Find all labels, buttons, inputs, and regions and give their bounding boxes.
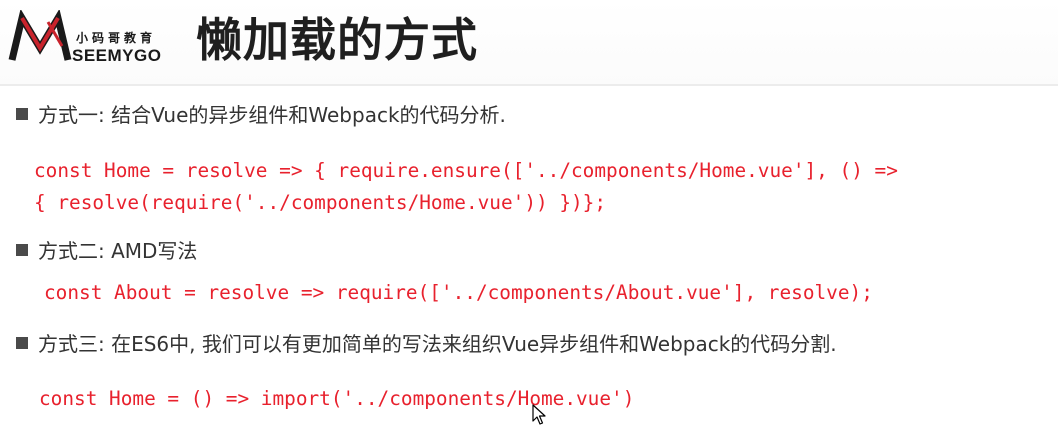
square-bullet-icon bbox=[16, 337, 28, 349]
logo-english-text: SEEMYGO bbox=[72, 46, 162, 65]
bullet-item-method-3: 方式三: 在ES6中, 我们可以有更加简单的写法来组织Vue异步组件和Webpa… bbox=[16, 330, 837, 358]
bullet-label: 方式二: AMD写法 bbox=[38, 239, 198, 263]
mouse-pointer-icon bbox=[532, 404, 546, 425]
code-line: const About = resolve => require(['../co… bbox=[44, 281, 873, 304]
slide-header: 小码哥教育 SEEMYGO 懒加载的方式 bbox=[0, 0, 1058, 86]
logo-chinese-text: 小码哥教育 bbox=[76, 31, 157, 45]
code-line: const Home = resolve => { require.ensure… bbox=[34, 159, 898, 182]
code-line: { resolve(require('../components/Home.vu… bbox=[34, 191, 607, 214]
square-bullet-icon bbox=[16, 108, 28, 120]
code-line: const Home = () => import('../components… bbox=[39, 387, 635, 410]
square-bullet-icon bbox=[16, 244, 28, 256]
brand-logo: 小码哥教育 SEEMYGO bbox=[8, 10, 178, 70]
bullet-label: 方式三: 在ES6中, 我们可以有更加简单的写法来组织Vue异步组件和Webpa… bbox=[38, 332, 837, 356]
seemygo-m-logo-icon bbox=[8, 10, 72, 61]
bullet-item-method-1: 方式一: 结合Vue的异步组件和Webpack的代码分析. bbox=[16, 101, 506, 129]
bullet-label: 方式一: 结合Vue的异步组件和Webpack的代码分析. bbox=[38, 103, 506, 127]
header-divider bbox=[0, 84, 1058, 86]
page-title: 懒加载的方式 bbox=[196, 13, 478, 67]
bullet-item-method-2: 方式二: AMD写法 bbox=[16, 237, 197, 265]
